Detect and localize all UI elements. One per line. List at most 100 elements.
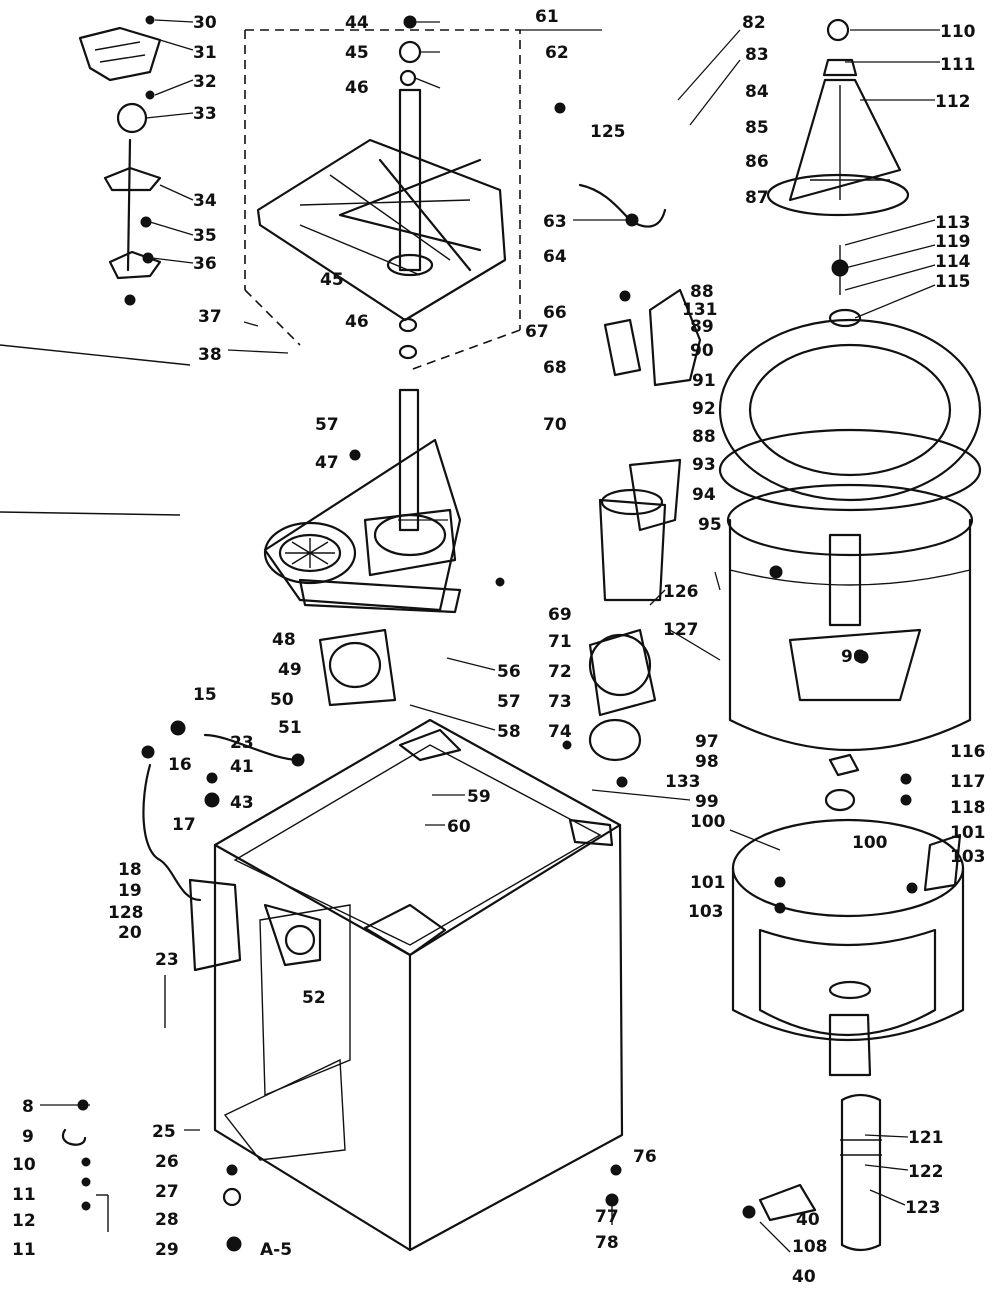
leveling-legs	[61, 1099, 622, 1252]
part-label: 85	[745, 118, 769, 138]
part-label: 119	[935, 232, 971, 252]
part-label: 114	[935, 252, 971, 272]
part-label: 86	[745, 152, 769, 172]
part-label: 8	[22, 1097, 34, 1117]
part-label: 50	[270, 690, 294, 710]
part-label: 126	[663, 582, 699, 602]
part-label: 27	[155, 1182, 179, 1202]
part-label: 48	[272, 630, 296, 650]
hinge-bracket-assembly	[78, 15, 162, 306]
part-label: 128	[108, 903, 144, 923]
part-label: 29	[155, 1240, 179, 1260]
part-label: 110	[940, 22, 976, 42]
part-label: 49	[278, 660, 302, 680]
transmission-assembly	[263, 388, 505, 707]
part-label: 100	[852, 833, 888, 853]
part-label: 66	[543, 303, 567, 323]
part-label: 76	[633, 1147, 657, 1167]
part-label: 90	[690, 341, 714, 361]
part-label: 47	[315, 453, 339, 473]
part-label: 19	[118, 881, 142, 901]
part-label: 133	[665, 772, 701, 792]
part-label: 115	[935, 272, 971, 292]
margin-line	[0, 344, 191, 366]
part-label: 51	[278, 718, 302, 738]
part-label: 67	[525, 322, 549, 342]
part-labels: 30 31 32 33 34 35 36 37 38 57 44 45 46 4…	[12, 7, 986, 1287]
part-label: 25	[152, 1122, 176, 1142]
part-label: 52	[302, 988, 326, 1008]
part-label: 69	[548, 605, 572, 625]
part-label: 111	[940, 55, 976, 75]
part-label: 121	[908, 1128, 944, 1148]
part-label: 23	[155, 950, 179, 970]
part-label: 95	[698, 515, 722, 535]
part-label: 57	[497, 692, 521, 712]
part-label: 32	[193, 72, 217, 92]
part-label: 45	[320, 270, 344, 290]
outer-tub-assembly	[718, 318, 982, 751]
part-label: 46	[345, 78, 369, 98]
part-label: 23	[230, 733, 254, 753]
part-label: 59	[467, 787, 491, 807]
part-label: 101	[950, 823, 986, 843]
part-label: 89	[690, 317, 714, 337]
part-label: 36	[193, 254, 217, 274]
margin-line	[0, 511, 181, 516]
part-label: 35	[193, 226, 217, 246]
sheet-label: A-5	[260, 1240, 292, 1260]
part-label: 117	[950, 772, 986, 792]
part-label: 60	[447, 817, 471, 837]
part-label: 118	[950, 798, 986, 818]
part-label: 96	[841, 647, 865, 667]
part-label: 57	[315, 415, 339, 435]
part-label: 100	[690, 812, 726, 832]
part-label: 122	[908, 1162, 944, 1182]
part-label: 101	[690, 873, 726, 893]
part-label: 84	[745, 82, 769, 102]
part-label: 31	[193, 43, 217, 63]
part-label: 98	[695, 752, 719, 772]
part-label: 63	[543, 212, 567, 232]
part-label: 108	[792, 1237, 828, 1257]
part-label: 37	[198, 307, 222, 327]
part-label: 20	[118, 923, 142, 943]
part-label: 99	[695, 792, 719, 812]
part-label: 30	[193, 13, 217, 33]
washer-cabinet	[213, 718, 624, 1252]
part-label: 103	[688, 902, 724, 922]
part-label: 91	[692, 371, 716, 391]
part-label: 83	[745, 45, 769, 65]
part-label: 58	[497, 722, 521, 742]
part-label: 62	[545, 43, 569, 63]
part-label: 87	[745, 188, 769, 208]
part-label: 88	[690, 282, 714, 302]
part-label: 71	[548, 632, 572, 652]
part-label: 94	[692, 485, 716, 505]
part-label: 45	[345, 43, 369, 63]
part-label: 64	[543, 247, 567, 267]
agitator-spin-assembly	[244, 15, 521, 371]
part-label: 61	[535, 7, 559, 27]
part-label: 78	[595, 1233, 619, 1253]
part-label: 46	[345, 312, 369, 332]
part-label: 127	[663, 620, 699, 640]
agitator-cap-assembly	[766, 18, 910, 328]
part-label: 40	[796, 1210, 820, 1230]
part-label: 74	[548, 722, 572, 742]
motor-pump-assembly	[554, 102, 702, 788]
part-label: 34	[193, 191, 217, 211]
part-label: 56	[497, 662, 521, 682]
part-label: 68	[543, 358, 567, 378]
part-label: 16	[168, 755, 192, 775]
part-label: 41	[230, 757, 254, 777]
part-label: 93	[692, 455, 716, 475]
part-label: 33	[193, 104, 217, 124]
part-label: 73	[548, 692, 572, 712]
part-label: 72	[548, 662, 572, 682]
base-drain-assembly	[731, 753, 965, 1252]
part-label: 131	[682, 300, 718, 320]
part-label: 116	[950, 742, 986, 762]
part-label: 97	[695, 732, 719, 752]
